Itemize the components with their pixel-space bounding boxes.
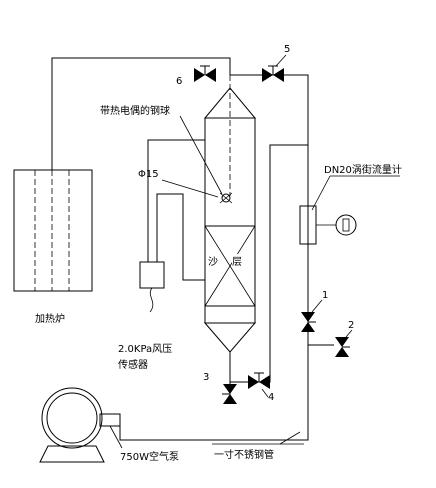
sensor-body bbox=[139, 261, 165, 289]
sensor-cable bbox=[149, 287, 154, 313]
valve-6-left bbox=[194, 68, 205, 82]
valve-3-bottom bbox=[223, 394, 237, 404]
valve-4-leader bbox=[261, 388, 269, 398]
leader-phi bbox=[161, 179, 219, 198]
valve-2-bottom bbox=[335, 347, 349, 357]
air-pump: 750W空气泵 bbox=[39, 387, 179, 463]
valve-3-top bbox=[223, 384, 237, 394]
flowmeter-dial-window bbox=[342, 218, 350, 232]
piping bbox=[51, 57, 334, 441]
leader-flowmeter bbox=[311, 175, 331, 211]
heater: 加热炉 bbox=[13, 169, 93, 325]
pipe-pump-outlet bbox=[119, 422, 309, 441]
valve-1-top bbox=[301, 312, 315, 322]
flowmeter-label: DN20涡街流量计 bbox=[324, 163, 402, 176]
pipe-valve4-flowmeter bbox=[240, 144, 308, 383]
pipe-top-horizontal bbox=[230, 74, 309, 310]
valve-2-number: 2 bbox=[348, 320, 354, 331]
pump-leader bbox=[109, 425, 123, 449]
valve-1-number: 1 bbox=[322, 290, 328, 301]
valve-6-right bbox=[205, 68, 216, 82]
pump-casing-outer bbox=[41, 387, 103, 449]
sensor-label-2: 传感器 bbox=[118, 358, 148, 371]
valve-3-number: 3 bbox=[203, 372, 209, 383]
valve-5-leader bbox=[275, 54, 287, 67]
sand-bed-cross-2 bbox=[204, 225, 256, 307]
valve-5[interactable]: 5 bbox=[262, 44, 290, 82]
vortex-flowmeter: DN20涡街流量计 bbox=[299, 163, 402, 245]
heater-body bbox=[13, 169, 93, 292]
valve-2[interactable]: 2 bbox=[335, 320, 354, 357]
pump-casing-inner bbox=[46, 392, 98, 444]
leader-thermocouple bbox=[179, 115, 223, 195]
pressure-sensor: 2.0KPa风压 传感器 bbox=[118, 139, 205, 371]
valve-1-bottom bbox=[301, 322, 315, 332]
sand-bed bbox=[204, 225, 256, 307]
sand-label-bg-1 bbox=[208, 254, 222, 268]
column-bottom-cone bbox=[203, 322, 257, 353]
pump-label: 750W空气泵 bbox=[120, 450, 179, 463]
sensor-tube-lower bbox=[156, 193, 205, 281]
pump-stand bbox=[39, 445, 105, 463]
steel-ball-tick-2 bbox=[219, 192, 233, 204]
valve-6[interactable]: 6 bbox=[176, 65, 216, 87]
pipe-label-leader-tip bbox=[279, 431, 301, 445]
heater-label: 加热炉 bbox=[35, 312, 65, 325]
flowmeter-dial bbox=[335, 214, 357, 236]
valve-4[interactable]: 4 bbox=[248, 372, 274, 403]
sand-bed-label-2: 层 bbox=[232, 256, 242, 268]
valve-4-number: 4 bbox=[268, 392, 274, 403]
valve-1[interactable]: 1 bbox=[301, 290, 328, 332]
pipe-heater-top bbox=[51, 57, 231, 170]
sensor-label-1: 2.0KPa风压 bbox=[118, 343, 172, 355]
valve-5-left bbox=[262, 68, 273, 82]
valve-2-leader bbox=[345, 329, 353, 338]
sensor-tube-upper bbox=[147, 139, 205, 262]
thermocouple-label: 带热电偶的钢球 bbox=[100, 104, 170, 117]
valve-1-leader bbox=[311, 299, 323, 313]
valve-6-number: 6 bbox=[176, 76, 182, 87]
pipe-label: 一寸不锈钢管 bbox=[214, 448, 274, 461]
sand-label-bg-2 bbox=[232, 254, 246, 268]
valve-3[interactable]: 3 bbox=[203, 372, 237, 404]
valve-4-left bbox=[248, 375, 259, 389]
valve-2-top bbox=[335, 337, 349, 347]
sand-bed-label-1: 沙 bbox=[208, 256, 218, 268]
steel-ball bbox=[221, 193, 231, 203]
valve-4-right bbox=[259, 375, 270, 389]
pump-outlet bbox=[99, 413, 121, 427]
reactor-column: 沙 层 bbox=[203, 75, 257, 353]
valve-5-number: 5 bbox=[284, 44, 290, 55]
valve-5-right bbox=[273, 68, 284, 82]
